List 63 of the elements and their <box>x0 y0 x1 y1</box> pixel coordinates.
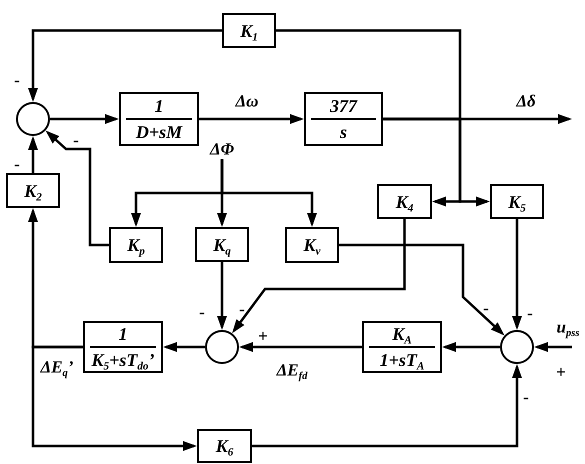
gain-block <box>6 173 60 208</box>
gain-label: K$_{5}$ <box>508 192 526 210</box>
gain-block <box>285 227 339 263</box>
summing-junction <box>16 102 50 136</box>
denominator-label: 1+sT$_{A}$ <box>380 351 424 370</box>
arrow <box>46 130 109 246</box>
sign-label: - <box>483 300 489 316</box>
gain-block <box>377 184 432 219</box>
sign-label: - <box>527 304 533 322</box>
gain-label: K$_{1}$ <box>240 22 258 40</box>
transfer-function-block <box>304 92 383 146</box>
sign-label: + <box>258 328 268 344</box>
sign-label: - <box>73 132 79 148</box>
arrow <box>163 342 205 352</box>
signal-label: ΔE$_{q}$’ <box>40 358 74 378</box>
connector-line <box>276 29 462 120</box>
arrow <box>50 114 119 124</box>
numerator-label: 377 <box>330 96 357 115</box>
sign-label: - <box>523 388 529 406</box>
gain-block <box>222 13 276 48</box>
denominator-label: K$_{5}$+sT$_{do}$’ <box>91 351 154 370</box>
gain-label: K$_{4}$ <box>396 192 414 210</box>
transfer-function-block <box>83 321 163 373</box>
arrow <box>28 136 38 173</box>
signal-label: ΔΦ <box>210 140 234 160</box>
sign-label: - <box>14 72 20 88</box>
arrow <box>239 342 362 352</box>
gain-block <box>490 184 544 219</box>
arrow <box>32 346 197 451</box>
arrow <box>512 219 522 330</box>
gain-label: K$_{v}$ <box>304 236 320 254</box>
sign-label: - <box>14 156 20 172</box>
gain-label: K$_{6}$ <box>216 437 234 455</box>
arrow <box>252 364 522 448</box>
arrow <box>383 118 490 206</box>
arrow <box>28 29 222 102</box>
numerator-label: 1 <box>118 324 128 343</box>
gain-block <box>195 227 249 262</box>
gain-label: K$_{2}$ <box>24 182 42 200</box>
signal-label: Δω <box>236 92 258 112</box>
signal-label: ΔE$_{fd}$ <box>276 362 308 380</box>
arrow <box>232 219 406 334</box>
denominator-label: D+sM <box>136 123 182 142</box>
numerator-label: K$_{A}$ <box>392 324 412 343</box>
arrow <box>442 342 500 352</box>
arrow <box>534 342 572 352</box>
transfer-function-block <box>119 92 199 146</box>
arrow <box>217 262 227 330</box>
signal-label: u$_{pss}$ <box>556 318 580 338</box>
signal-label: Δδ <box>516 92 536 112</box>
arrow <box>220 159 317 227</box>
gain-block <box>197 429 252 463</box>
numerator-label: 1 <box>154 96 164 115</box>
summing-junction <box>205 330 239 364</box>
summing-junction <box>500 330 534 364</box>
sign-label: + <box>556 364 566 380</box>
denominator-label: s <box>340 123 347 142</box>
gain-block <box>109 227 163 263</box>
arrow <box>339 244 504 336</box>
transfer-function-block <box>362 321 442 373</box>
sign-label: - <box>199 304 205 320</box>
sign-label: - <box>239 300 245 318</box>
arrow <box>199 114 304 124</box>
